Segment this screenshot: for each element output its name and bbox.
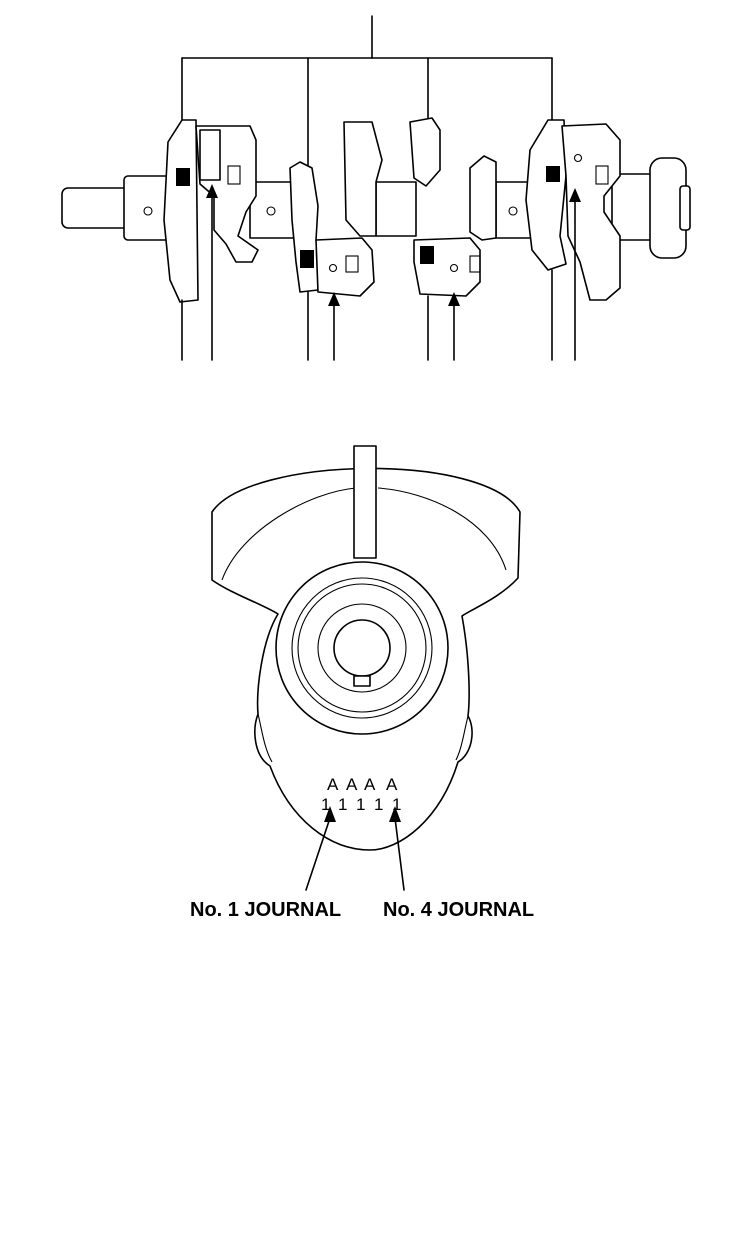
crankshaft-throw-1: [163, 119, 259, 303]
code-bottom-3: 1: [356, 795, 365, 814]
journal-codes: A A A A 1 1 1 1 1: [321, 775, 401, 814]
code-bottom-1: 1: [321, 795, 330, 814]
crankshaft-drawing: [61, 15, 691, 361]
journal-leaders: [181, 184, 581, 361]
callout-leaders: [305, 806, 405, 891]
code-top-2: A: [346, 775, 358, 794]
crankshaft-shaft: [61, 157, 691, 259]
leader-bracket: [181, 15, 553, 166]
crankshaft-throw-2: [289, 121, 383, 297]
callout-no4-journal: No. 4 JOURNAL: [383, 899, 534, 921]
code-bottom-2: 1: [338, 795, 347, 814]
journal-marks: [176, 166, 560, 268]
code-top-1: A: [327, 775, 339, 794]
crank-end-view: A A A A 1 1 1 1 1 No. 1 JOURNAL No. 4 JO…: [190, 445, 534, 921]
crankshaft-throw-3: [409, 117, 497, 297]
code-bottom-4: 1: [374, 795, 383, 814]
crankshaft-throw-4: [525, 119, 621, 301]
code-top-3: A: [364, 775, 376, 794]
callout-no1-journal: No. 1 JOURNAL: [190, 899, 341, 921]
code-top-4: A: [386, 775, 398, 794]
code-bottom-5: 1: [392, 795, 401, 814]
